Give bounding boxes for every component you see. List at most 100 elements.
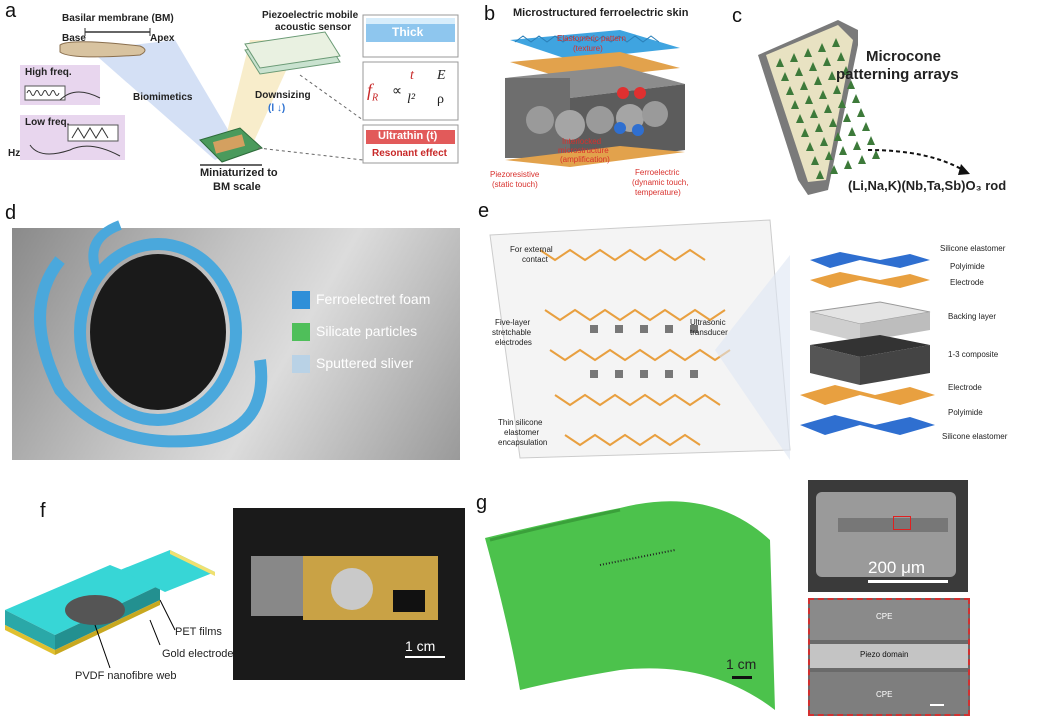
microcone [847, 80, 855, 89]
sem-image-top: 200 μm [808, 480, 968, 592]
layer-label-electrode-bottom: Electrode [948, 383, 982, 392]
microcone [838, 99, 846, 108]
panel-c-title-line1: Microcone [866, 48, 942, 65]
microcone [867, 136, 875, 145]
external-contact-line1: For external [510, 245, 553, 254]
sensor-title-line1: Piezoelectric mobile [262, 10, 359, 21]
biomimetics-label: Biomimetics [133, 92, 193, 103]
microcone [823, 57, 831, 66]
sem-cpe-bottom-label: CPE [876, 690, 893, 699]
microcone-array [776, 38, 880, 179]
microcone [858, 155, 866, 164]
transducer-grid [590, 325, 698, 378]
sensor-title-line2: acoustic sensor [275, 22, 352, 33]
legend-swatch-sliver [292, 355, 310, 373]
panel-c: c Microcone patterning arrays (Li,Na,K)(… [718, 0, 1040, 200]
apex-label: Apex [150, 33, 175, 44]
layer-label-composite: 1-3 composite [948, 350, 999, 359]
microcone [844, 160, 852, 169]
downsizing-label: Downsizing [255, 90, 311, 101]
panel-b-label: b [484, 3, 496, 25]
interlocked-line3: (amplification) [560, 155, 610, 164]
photo-scale-label: 1 cm [405, 638, 436, 654]
green-scale-label: 1 cm [726, 656, 757, 672]
interlocked-line1: Interlocked [562, 137, 602, 146]
gold-electrode-label: Gold electrode [162, 648, 234, 660]
formula-E: E [437, 68, 446, 83]
ferroelectric-line2: (dynamic touch, [632, 178, 689, 187]
microcone [815, 123, 823, 132]
microcone [819, 90, 827, 99]
microcone [781, 72, 789, 81]
panel-f-label: f [40, 500, 46, 522]
microcone [820, 137, 828, 146]
panel-a-illustration [20, 14, 459, 166]
electrode-mesh [539, 248, 731, 447]
microcone [804, 48, 812, 57]
panel-d-label: d [5, 202, 17, 224]
photo-device: 1 cm [233, 508, 465, 680]
microcone [800, 81, 808, 90]
microcone [824, 104, 832, 113]
photo-scale-bar [405, 656, 445, 658]
layer-label-silicone-bottom: Silicone elastomer [942, 432, 1008, 441]
ultrasonic-line2: transducer [690, 328, 728, 337]
panel-f: 1 cm f PET films Gold electrode PVDF nan… [0, 480, 470, 720]
microcone [829, 118, 837, 127]
microcone [818, 43, 826, 52]
microcone [801, 128, 809, 137]
ultrathin-label: Ultrathin (t) [378, 130, 438, 142]
pvdf-label: PVDF nanofibre web [75, 670, 177, 682]
legend-label-foam: Ferroelectret foam [316, 291, 431, 307]
microcone [843, 113, 851, 122]
five-layer-line2: stretchable [492, 328, 532, 337]
thin-silicone-line3: encapsulation [498, 438, 548, 447]
basilar-membrane-label: Basilar membrane (BM) [62, 13, 174, 24]
panel-g: g 1 cm 200 μm CPE Piezo domain CPE [470, 480, 1040, 720]
five-layer-line3: electrodes [495, 338, 532, 347]
panel-a: a Basilar membrane (BM) Base Apex High f… [0, 0, 470, 200]
panel-d: d Ferroelectret foam Silicate particles … [0, 200, 465, 465]
high-freq-label: High freq. [25, 67, 72, 78]
microcone [833, 85, 841, 94]
formula-sub: R [372, 92, 379, 104]
five-layer-line1: Five-layer [495, 318, 531, 327]
panel-c-illustration [758, 20, 970, 195]
panel-b: b Microstructured ferroelectric skin Ela… [470, 0, 710, 200]
panel-g-label: g [476, 492, 488, 514]
interlocked-line2: microstructure [558, 146, 609, 155]
resonant-label: Resonant effect [372, 148, 448, 159]
panel-c-title-line2: patterning arrays [836, 66, 959, 83]
panel-d-illustration [34, 220, 268, 448]
microcone [809, 62, 817, 71]
sem-image-bottom: CPE Piezo domain CPE [808, 598, 970, 716]
panel-e: e For external contact Five-layer stretc… [470, 200, 1040, 470]
microcone [776, 58, 784, 67]
sem-piezo-region [810, 644, 968, 668]
layer-label-polyimide-bottom: Polyimide [948, 408, 983, 417]
microcone [837, 52, 845, 61]
sem-cpe-bottom-region [810, 672, 968, 714]
miniaturized-line1: Miniaturized to [200, 167, 278, 179]
miniaturized-line2: BM scale [213, 181, 261, 193]
elastomeric-line2: (texture) [573, 44, 603, 53]
microcone [828, 71, 836, 80]
microcone [811, 156, 819, 165]
sem-scale-label: 200 μm [868, 558, 926, 577]
layer-label-backing: Backing layer [948, 312, 997, 321]
panel-c-label: c [732, 5, 742, 27]
rod-label: (Li,Na,K)(Nb,Ta,Sb)O₃ rod [848, 178, 1007, 193]
microcone [872, 150, 880, 159]
external-contact-line2: contact [522, 255, 548, 264]
formula-prop: ∝ [392, 82, 403, 98]
panel-b-title: Microstructured ferroelectric skin [513, 7, 689, 19]
formula-rho: ρ [437, 92, 444, 107]
piezoresistive-line1: Piezoresistive [490, 170, 540, 179]
photo-strip-gray [251, 556, 311, 616]
microcone [810, 109, 818, 118]
photo-disk [331, 568, 373, 610]
pet-films-label: PET films [175, 626, 222, 638]
thin-silicone-line1: Thin silicone [498, 418, 543, 427]
legend-swatch-foam [292, 291, 310, 309]
microcone [862, 122, 870, 131]
